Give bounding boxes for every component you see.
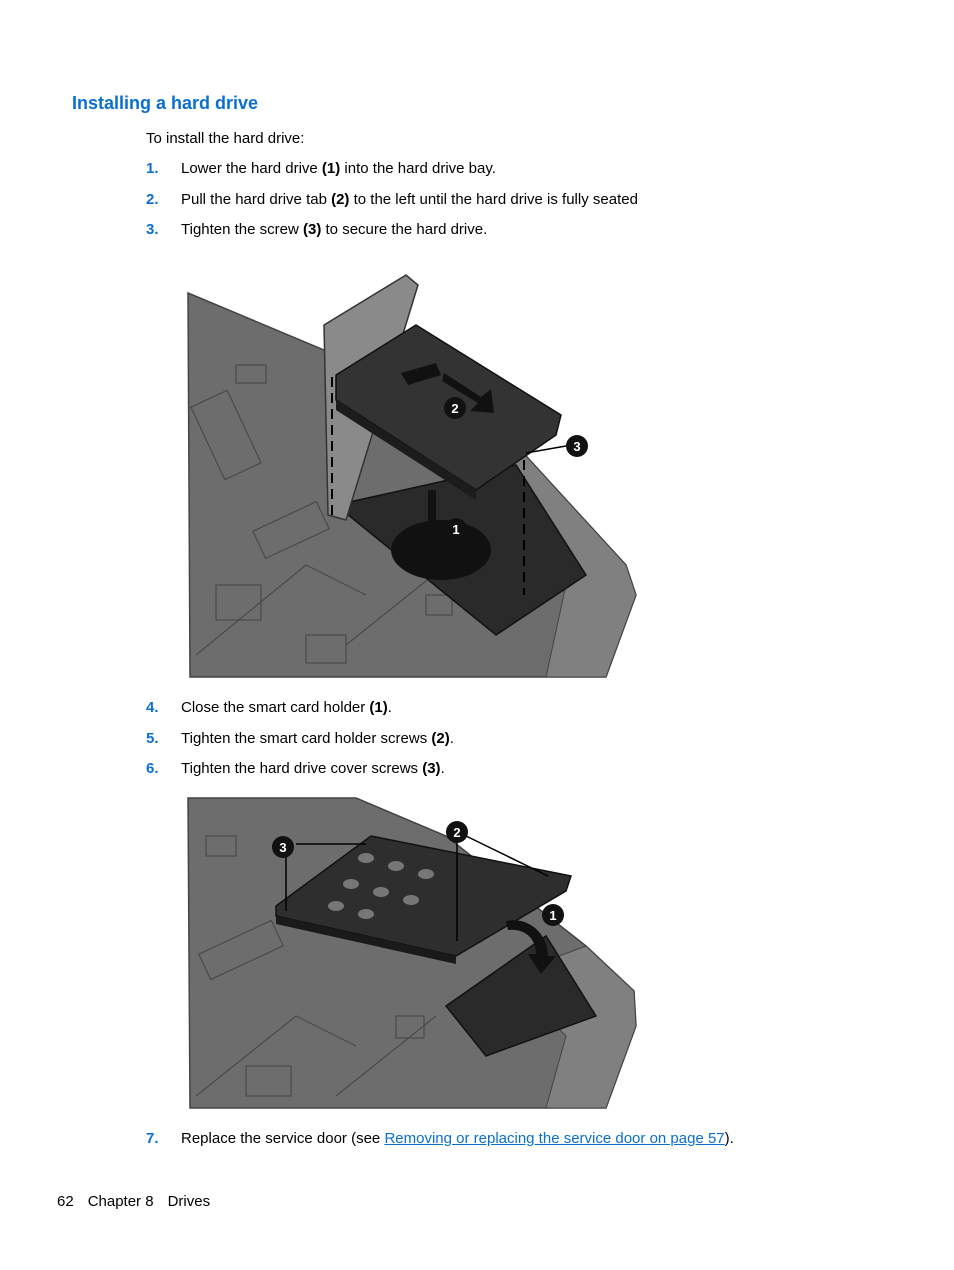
step-number: 4.: [146, 699, 159, 716]
step-2: 2.Pull the hard drive tab (2) to the lef…: [146, 191, 638, 208]
callout-line: [525, 445, 567, 454]
callout-3: [566, 435, 588, 457]
step-6: 6.Tighten the hard drive cover screws (3…: [146, 760, 445, 777]
section-label: Drives: [167, 1193, 211, 1210]
rotate-arrow: [506, 920, 556, 974]
step-7: 7.Replace the service door (see Removing…: [146, 1130, 734, 1147]
svg-text:1: 1: [549, 908, 556, 923]
callout-line: [465, 835, 549, 877]
svg-text:3: 3: [279, 840, 286, 855]
step-4: 4.Close the smart card holder (1).: [146, 699, 392, 716]
step-3: 3.Tighten the screw (3) to secure the ha…: [146, 221, 488, 238]
page-number: 62: [57, 1193, 74, 1210]
svg-text:1: 1: [452, 522, 459, 537]
step-number: 3.: [146, 221, 159, 238]
step-number: 5.: [146, 730, 159, 747]
intro-text: To install the hard drive:: [146, 130, 305, 147]
svg-text:3: 3: [573, 439, 580, 454]
service-door-link[interactable]: Removing or replacing the service door o…: [384, 1130, 725, 1147]
bay-recess: [391, 520, 491, 580]
step-number: 2.: [146, 191, 159, 208]
page-heading: Installing a hard drive: [72, 93, 259, 113]
callout-1: [542, 904, 564, 926]
push-arrow: [442, 373, 494, 413]
hard-drive-side: [336, 400, 476, 500]
svg-text:2: 2: [451, 401, 458, 416]
step-5: 5.Tighten the smart card holder screws (…: [146, 730, 454, 747]
callout-3: [272, 836, 294, 858]
callout-1: [445, 518, 467, 540]
chapter-label: Chapter 8: [87, 1193, 154, 1210]
step-number: 1.: [146, 160, 159, 177]
hard-drive-install-illustration: 2 3 1: [187, 274, 637, 678]
down-arrow: [420, 490, 444, 555]
chassis-details: [190, 364, 453, 664]
callout-2: [444, 397, 466, 419]
step-number: 7.: [146, 1130, 159, 1147]
chassis-details: [195, 835, 437, 1097]
callout-2: [446, 821, 468, 843]
hard-drive-tab: [401, 363, 441, 385]
step-1: 1.Lower the hard drive (1) into the hard…: [146, 160, 496, 177]
page-footer: 62 Chapter 8 Drives: [57, 1193, 224, 1210]
step-number: 6.: [146, 760, 159, 777]
hard-drive-bay: [444, 934, 598, 1057]
holder-side: [276, 916, 456, 964]
holder-vents: [328, 853, 434, 919]
svg-text:2: 2: [453, 825, 460, 840]
smart-card-holder-illustration: 3 2 1: [187, 797, 637, 1109]
